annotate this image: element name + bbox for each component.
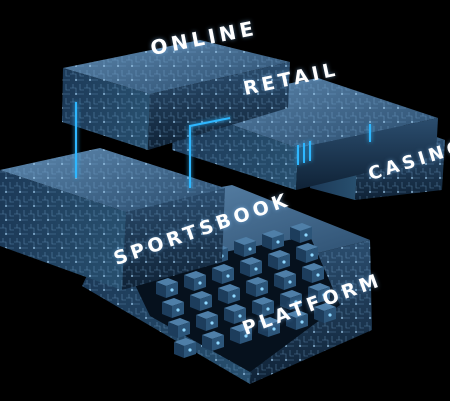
server-cube	[230, 324, 252, 344]
server-cube	[202, 331, 224, 351]
server-cube	[252, 297, 274, 317]
server-cube	[302, 263, 324, 283]
server-cube	[162, 298, 184, 318]
server-cube	[290, 223, 312, 243]
server-cube	[280, 290, 302, 310]
server-cube	[240, 257, 262, 277]
server-cube	[196, 311, 218, 331]
server-cube	[234, 237, 256, 257]
sportsbook-block	[0, 148, 225, 290]
server-cube	[246, 277, 268, 297]
online-block	[62, 40, 290, 150]
server-cube	[212, 264, 234, 284]
server-cube	[296, 243, 318, 263]
server-cube	[286, 310, 308, 330]
server-cube	[168, 318, 190, 338]
server-cube	[218, 284, 240, 304]
server-cube	[224, 304, 246, 324]
server-cube	[308, 283, 330, 303]
server-cube	[274, 270, 296, 290]
server-cube	[314, 303, 336, 323]
server-cube	[156, 278, 178, 298]
server-cube	[190, 291, 212, 311]
glow-connectors	[75, 102, 371, 188]
server-cube	[258, 317, 280, 337]
server-cube	[184, 271, 206, 291]
server-cube	[268, 250, 290, 270]
server-cube	[174, 338, 196, 358]
server-cube	[262, 230, 284, 250]
